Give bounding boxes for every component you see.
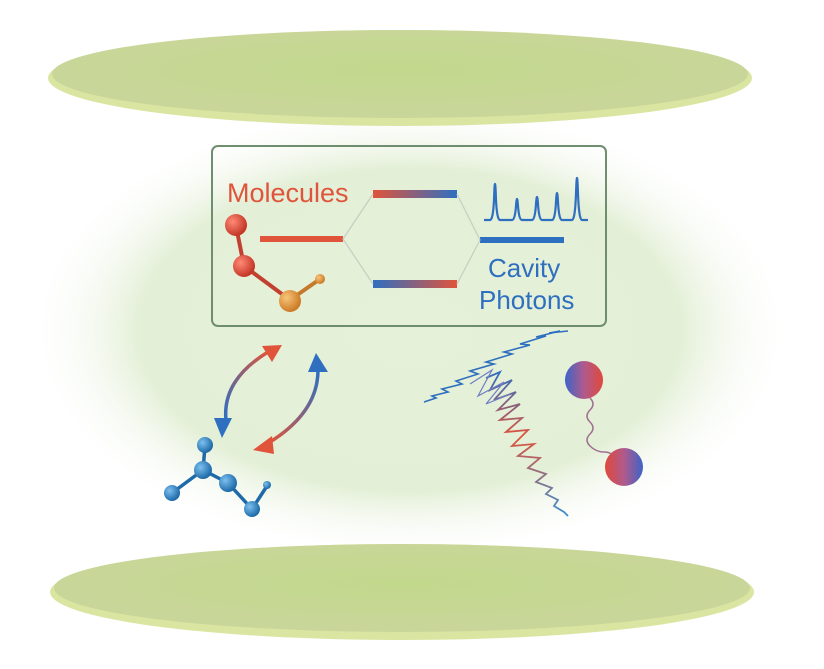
molecule-icon (225, 214, 325, 312)
exchange-arrows-icon (214, 345, 328, 454)
energy-levels (260, 190, 564, 288)
energy-level-box (211, 145, 607, 327)
bottom-mirror (50, 544, 754, 640)
molecules-label: Molecules (227, 178, 349, 208)
top-mirror (48, 30, 752, 126)
cavity-label: Cavity (488, 253, 560, 283)
spectrum-peaks-icon (484, 176, 588, 222)
cavity-glow (25, 100, 795, 560)
vibrating-dimer-icon (565, 361, 643, 486)
photons-label: Photons (479, 285, 574, 315)
molecule-icon (164, 437, 271, 517)
wave-packet-icon (423, 330, 569, 517)
